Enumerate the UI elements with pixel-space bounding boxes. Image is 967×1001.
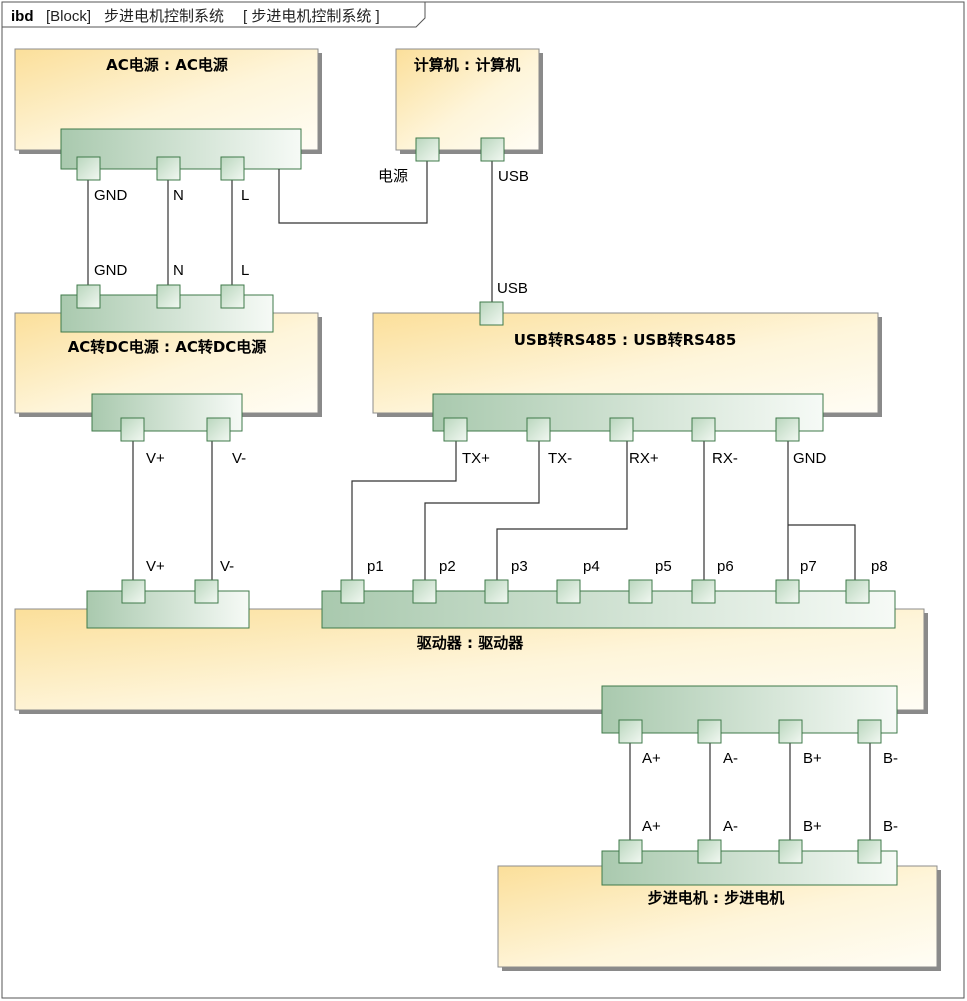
- port-usb485-gnd[interactable]: [775, 417, 800, 442]
- label-driver-p3: p3: [511, 558, 528, 575]
- label-driver-a-plus: A+: [642, 750, 661, 767]
- port-acdc-n[interactable]: [156, 284, 181, 309]
- label-computer-power: 电源: [378, 168, 408, 185]
- label-usb485-tx-plus: TX+: [462, 450, 490, 467]
- block-computer-title: 计算机 : 计算机: [414, 56, 520, 74]
- wire-tx-plus-p1[interactable]: [351, 441, 457, 580]
- port-usb485-tx-minus[interactable]: [526, 417, 551, 442]
- wire-computer-power[interactable]: [278, 160, 428, 224]
- label-driver-b-minus: B-: [883, 750, 898, 767]
- label-acdc-v-plus: V+: [146, 450, 165, 467]
- label-ac-n: N: [173, 187, 184, 204]
- port-driver-p4[interactable]: [556, 579, 581, 604]
- block-ac-power-title: AC电源 : AC电源: [106, 56, 228, 74]
- port-motor-a-plus[interactable]: [618, 839, 643, 864]
- port-usb485-rx-minus[interactable]: [691, 417, 716, 442]
- block-computer[interactable]: [395, 48, 540, 151]
- port-driver-p5[interactable]: [628, 579, 653, 604]
- port-usb485-tx-plus[interactable]: [443, 417, 468, 442]
- port-acdc-v-plus[interactable]: [120, 417, 145, 442]
- port-acdc-v-minus[interactable]: [206, 417, 231, 442]
- port-ac-n[interactable]: [156, 156, 181, 181]
- block-driver-title: 驱动器 : 驱动器: [417, 634, 524, 652]
- label-usb485-rx-plus: RX+: [629, 450, 659, 467]
- label-motor-a-plus: A+: [642, 818, 661, 835]
- label-driver-p6: p6: [717, 558, 734, 575]
- frame-stereotype: [Block]: [46, 8, 91, 25]
- port-computer-power[interactable]: [415, 137, 440, 162]
- driver-power-port-group: [86, 590, 250, 629]
- driver-control-port-group: [321, 590, 896, 629]
- frame-keyword: ibd: [11, 8, 34, 25]
- label-driver-p5: p5: [655, 558, 672, 575]
- port-driver-p3[interactable]: [484, 579, 509, 604]
- port-motor-a-minus[interactable]: [697, 839, 722, 864]
- label-usb485-tx-minus: TX-: [548, 450, 572, 467]
- ac-power-port-group: [60, 128, 302, 170]
- port-acdc-l[interactable]: [220, 284, 245, 309]
- port-driver-b-plus[interactable]: [778, 719, 803, 744]
- port-driver-v-plus[interactable]: [121, 579, 146, 604]
- label-driver-b-plus: B+: [803, 750, 822, 767]
- label-driver-a-minus: A-: [723, 750, 738, 767]
- label-acdc-gnd: GND: [94, 262, 128, 279]
- port-driver-p6[interactable]: [691, 579, 716, 604]
- port-driver-a-minus[interactable]: [697, 719, 722, 744]
- connectors: [87, 160, 871, 840]
- port-usb485-rx-plus[interactable]: [609, 417, 634, 442]
- port-usb485-usb[interactable]: [479, 301, 504, 326]
- frame-bracket-name: [ 步进电机控制系统 ]: [243, 8, 380, 25]
- wire-tx-minus-p2[interactable]: [424, 441, 540, 580]
- label-driver-p4: p4: [583, 558, 600, 575]
- block-usb-rs485-title: USB转RS485 : USB转RS485: [514, 331, 737, 349]
- label-driver-p2: p2: [439, 558, 456, 575]
- wire-rx-plus-p3[interactable]: [496, 441, 628, 580]
- frame-header-tab: [1, 1, 426, 28]
- label-usb485-gnd: GND: [793, 450, 827, 467]
- wire-gnd-p8[interactable]: [788, 524, 856, 580]
- label-computer-usb: USB: [498, 168, 529, 185]
- label-usb485-rx-minus: RX-: [712, 450, 738, 467]
- label-driver-p1: p1: [367, 558, 384, 575]
- label-ac-l: L: [241, 187, 249, 204]
- port-driver-p8[interactable]: [845, 579, 870, 604]
- block-stepper-motor-title: 步进电机 : 步进电机: [648, 889, 784, 907]
- port-driver-p1[interactable]: [340, 579, 365, 604]
- label-ac-gnd: GND: [94, 187, 128, 204]
- motor-input-port-group: [601, 850, 898, 886]
- label-driver-p8: p8: [871, 558, 888, 575]
- port-driver-a-plus[interactable]: [618, 719, 643, 744]
- label-motor-b-plus: B+: [803, 818, 822, 835]
- port-ac-gnd[interactable]: [76, 156, 101, 181]
- port-acdc-gnd[interactable]: [76, 284, 101, 309]
- label-driver-v-minus: V-: [220, 558, 234, 575]
- port-driver-p7[interactable]: [775, 579, 800, 604]
- label-driver-v-plus: V+: [146, 558, 165, 575]
- port-motor-b-plus[interactable]: [778, 839, 803, 864]
- label-acdc-l: L: [241, 262, 249, 279]
- label-usb485-usb: USB: [497, 280, 528, 297]
- label-driver-p7: p7: [800, 558, 817, 575]
- port-driver-v-minus[interactable]: [194, 579, 219, 604]
- driver-motor-port-group: [601, 685, 898, 734]
- port-driver-p2[interactable]: [412, 579, 437, 604]
- port-ac-l[interactable]: [220, 156, 245, 181]
- port-computer-usb[interactable]: [480, 137, 505, 162]
- frame-name: 步进电机控制系统: [104, 8, 224, 25]
- label-acdc-n: N: [173, 262, 184, 279]
- port-driver-b-minus[interactable]: [857, 719, 882, 744]
- label-motor-b-minus: B-: [883, 818, 898, 835]
- label-acdc-v-minus: V-: [232, 450, 246, 467]
- port-motor-b-minus[interactable]: [857, 839, 882, 864]
- label-motor-a-minus: A-: [723, 818, 738, 835]
- block-acdc-power-title: AC转DC电源 : AC转DC电源: [68, 338, 267, 356]
